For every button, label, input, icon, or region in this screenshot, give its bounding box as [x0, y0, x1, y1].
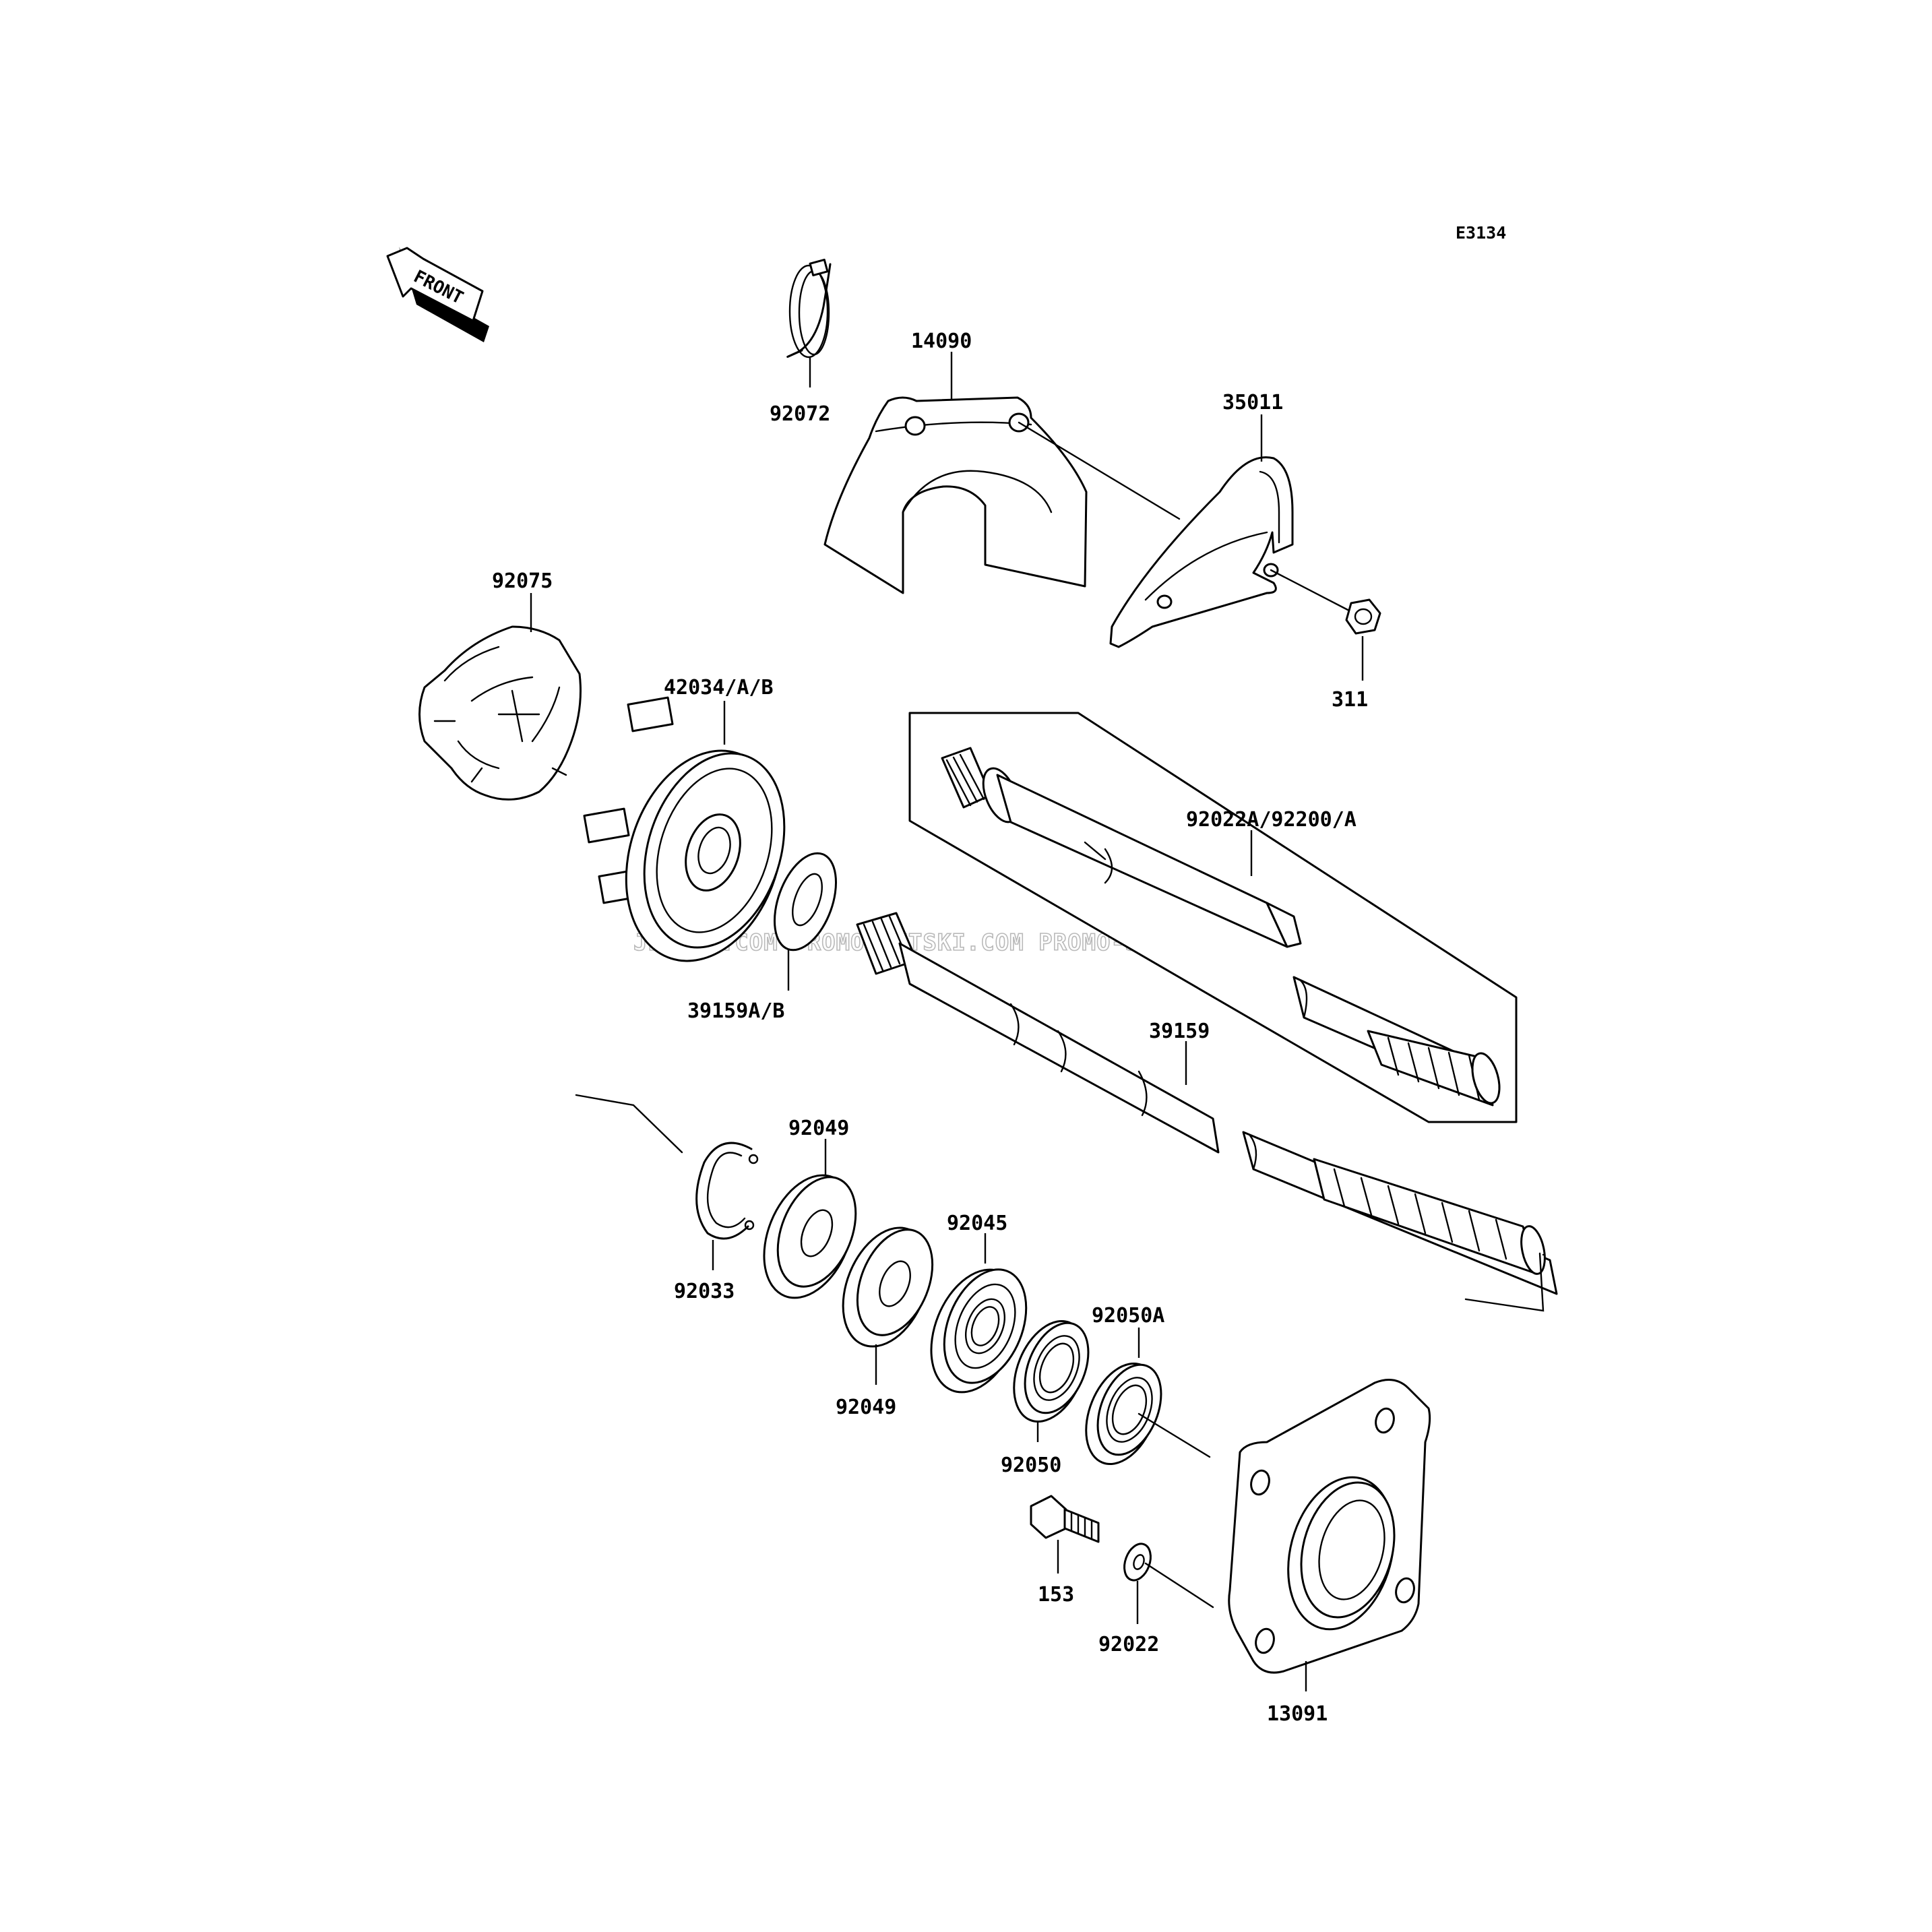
- shaft-box-39159ab: [908, 712, 1518, 1123]
- part-label-92050: 92050: [1001, 1454, 1061, 1477]
- bracket-35011: [1109, 456, 1349, 648]
- part-label-92049-lower: 92049: [836, 1396, 896, 1419]
- part-label-92022a: 39159A/B: [687, 999, 785, 1023]
- housing-13091: [1228, 1379, 1431, 1674]
- washer-92022: [1123, 1543, 1214, 1609]
- clamp-band-92072: [786, 258, 832, 359]
- part-label-14090: 14090: [911, 330, 972, 353]
- part-label-92072: 92072: [770, 402, 830, 426]
- part-label-92045: 92045: [947, 1212, 1007, 1235]
- damper-92075: [418, 625, 582, 801]
- part-label-92050a: 92050A: [1092, 1304, 1164, 1328]
- snap-ring-92033: [695, 1142, 759, 1240]
- part-label-92075: 92075: [492, 569, 553, 593]
- coupling-42034: [583, 696, 786, 962]
- centerline-right: [1464, 1252, 1545, 1312]
- part-label-92022: 92022: [1098, 1633, 1159, 1656]
- part-label-39159: 39159: [1149, 1020, 1210, 1043]
- seal-92050a: [1085, 1362, 1211, 1466]
- bearing-92045: [930, 1268, 1028, 1394]
- part-label-92033: 92033: [674, 1280, 735, 1303]
- part-label-35011: 35011: [1222, 391, 1283, 414]
- part-label-92049-upper: 92049: [788, 1117, 849, 1140]
- seal-92049-lower: [842, 1226, 934, 1348]
- shaft-39159: [856, 912, 1558, 1295]
- part-label-13091: 13091: [1267, 1702, 1328, 1726]
- part-label-311: 311: [1332, 688, 1368, 712]
- centerline-left: [575, 1094, 683, 1154]
- front-arrow-icon: FRONT: [386, 247, 489, 342]
- bolt-153: [1030, 1495, 1100, 1543]
- diagram-code: E3134: [1456, 223, 1506, 243]
- washer-92022a: [773, 852, 838, 952]
- part-label-153: 153: [1038, 1583, 1074, 1607]
- part-label-39159ab: 92022A/92200/A: [1186, 808, 1357, 832]
- seal-92049-upper: [763, 1174, 857, 1299]
- seal-92050: [1013, 1319, 1090, 1423]
- part-label-42034: 42034/A/B: [664, 676, 774, 699]
- nut-311: [1345, 598, 1381, 635]
- cover-14090: [823, 396, 1181, 594]
